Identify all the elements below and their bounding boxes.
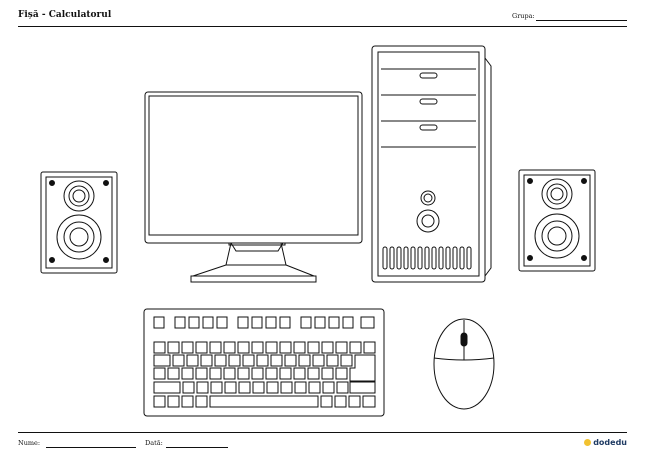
monitor xyxy=(144,91,363,283)
date-field-line xyxy=(166,447,228,448)
keyboard-row-3 xyxy=(153,367,348,380)
worksheet-header: Fișă - Calculatorul Grupa: xyxy=(18,10,627,26)
keyboard xyxy=(143,308,385,417)
worksheet-footer: Nume: Dată: dodedu xyxy=(18,438,627,452)
keyboard-row-5 xyxy=(153,395,376,408)
keyboard-function-row xyxy=(153,316,375,329)
tower-vents xyxy=(382,246,472,270)
computer-tower xyxy=(371,45,492,283)
mouse xyxy=(433,318,495,410)
brand-logo: dodedu xyxy=(584,438,627,447)
brand-name: dodedu xyxy=(593,438,627,447)
right-speaker xyxy=(518,169,596,272)
footer-divider xyxy=(18,432,627,433)
keyboard-row-2 xyxy=(153,354,376,382)
brand-dot-icon xyxy=(584,439,592,446)
name-field-line xyxy=(46,447,136,448)
keyboard-row-1 xyxy=(153,341,376,354)
group-label: Grupa: xyxy=(512,12,535,20)
name-label: Nume: xyxy=(18,439,41,447)
left-speaker xyxy=(40,171,118,274)
header-divider xyxy=(18,26,627,27)
worksheet-title: Fișă - Calculatorul xyxy=(18,10,112,20)
date-label: Dată: xyxy=(145,439,163,447)
keyboard-row-4 xyxy=(153,381,376,394)
group-field-line xyxy=(536,20,627,21)
